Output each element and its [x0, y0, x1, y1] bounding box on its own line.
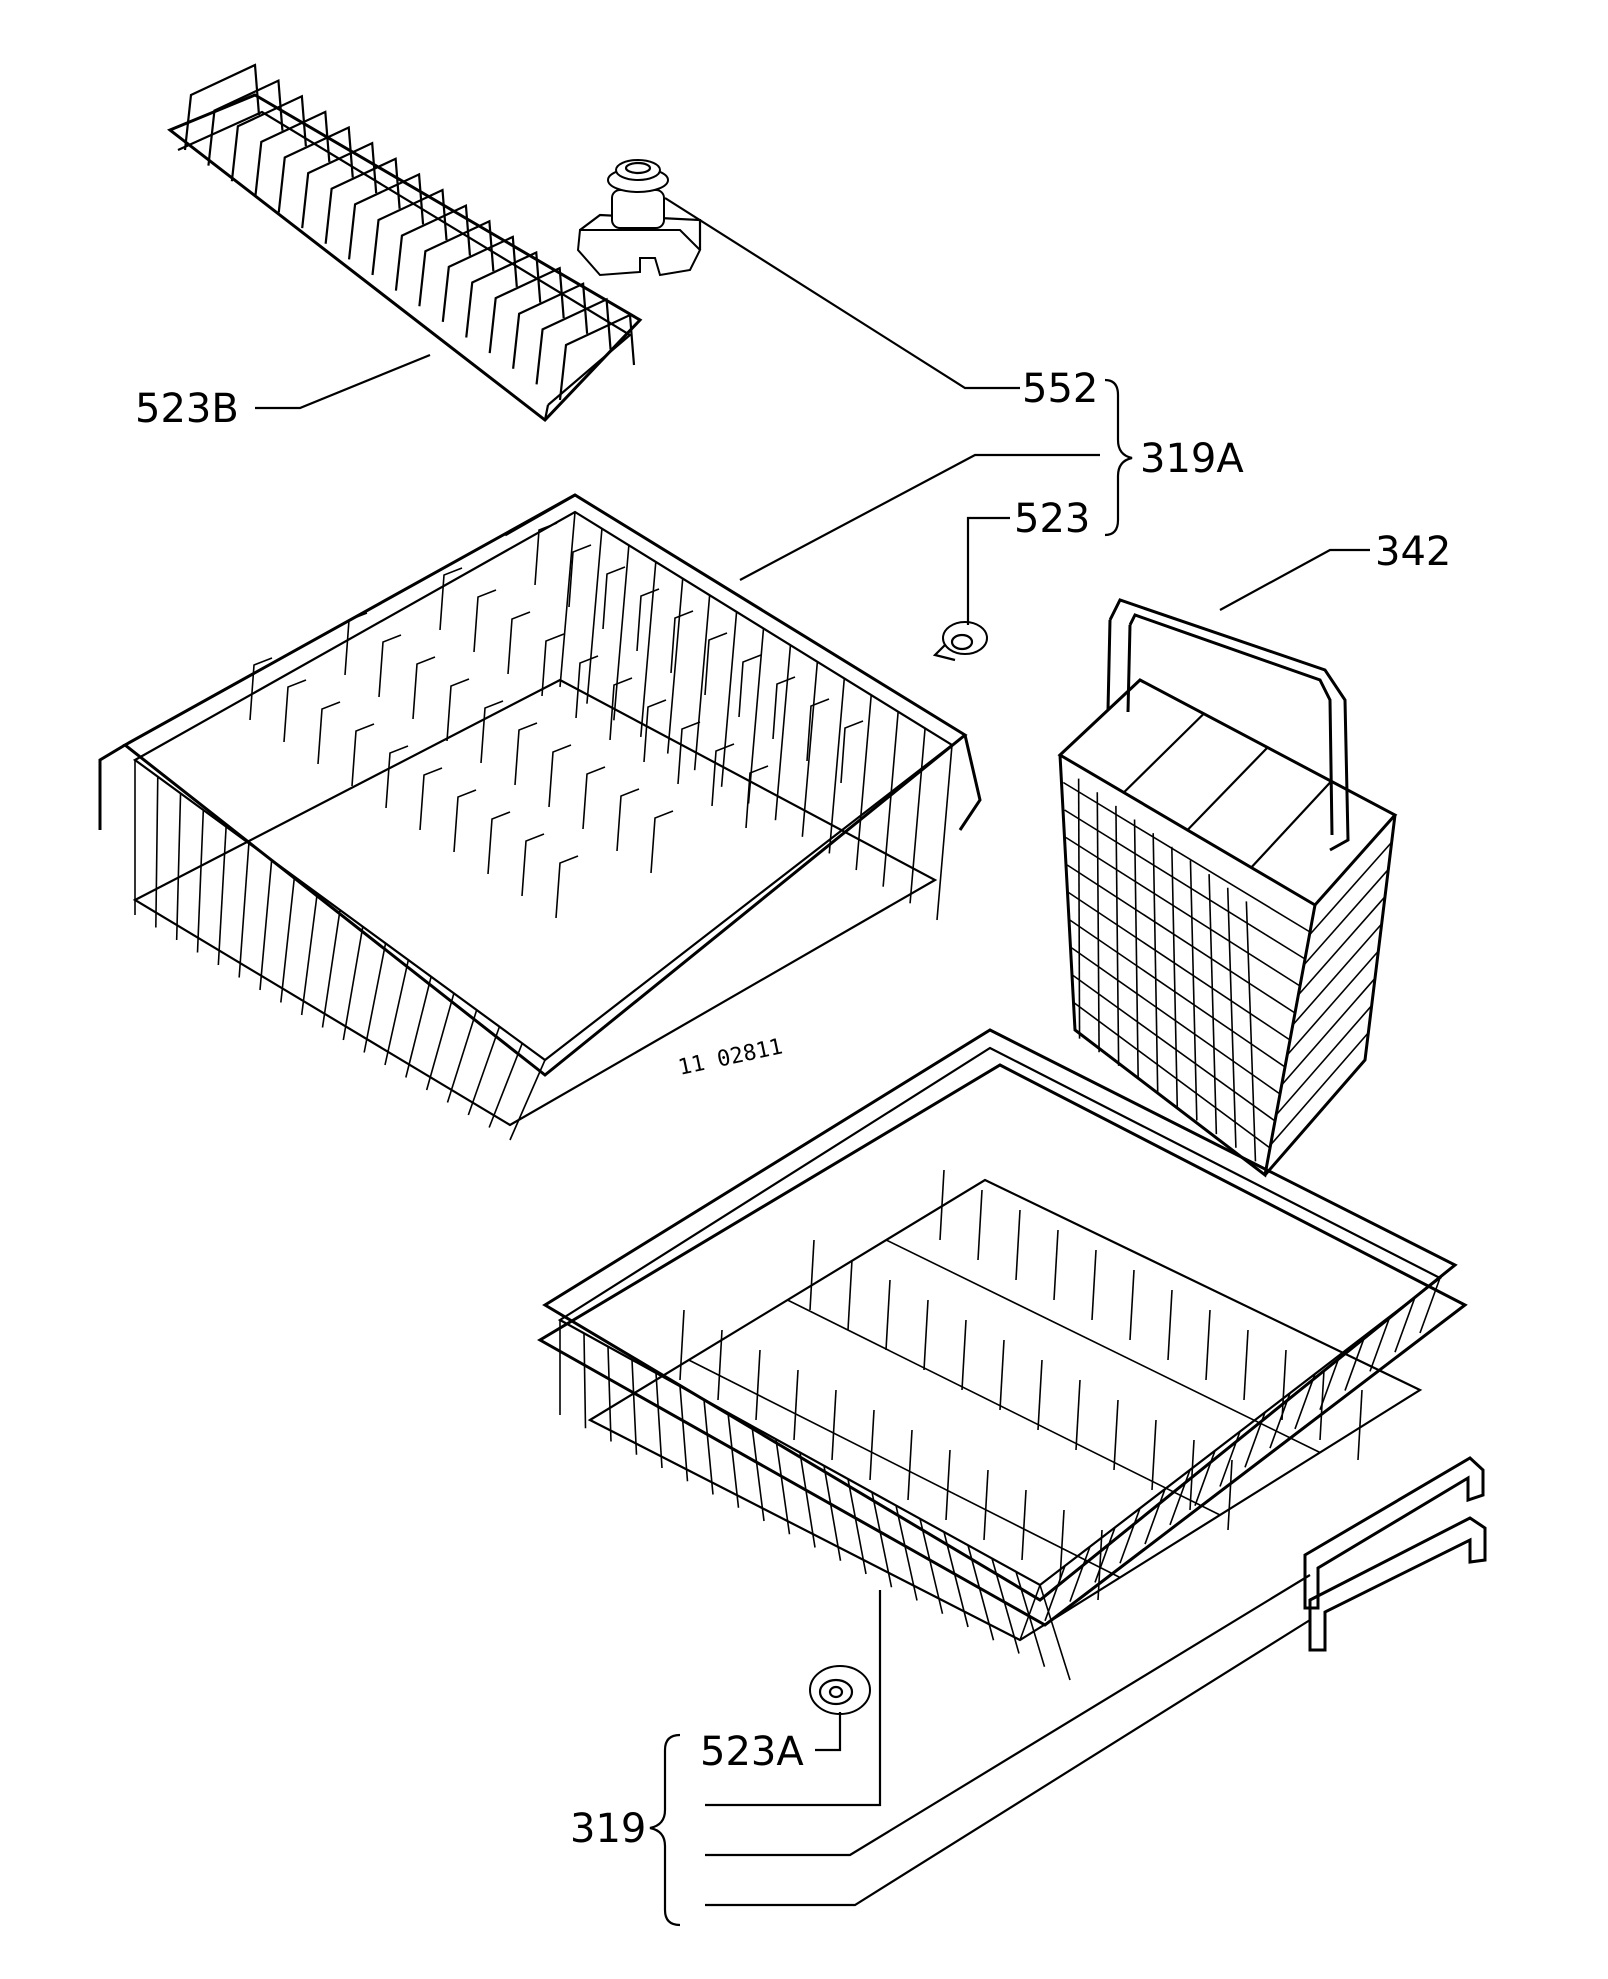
brace-319 [649, 1733, 681, 1927]
part-552-wheel-clip [576, 159, 702, 277]
upper-basket: 11 02811 [98, 493, 982, 1141]
label-319: 319 [570, 1806, 646, 1852]
part-523a-wheel [809, 1665, 871, 1715]
label-342: 342 [1375, 529, 1451, 575]
part-342-cutlery-basket [1057, 598, 1398, 1178]
handle-bar-upper [1303, 1456, 1485, 1610]
basket-stamp: 11 02811 [676, 1034, 785, 1080]
part-523b-comb-rack [167, 63, 643, 423]
label-552: 552 [1022, 366, 1098, 412]
handle-bar-lower [1308, 1516, 1487, 1652]
label-319a: 319A [1140, 436, 1244, 482]
label-523: 523 [1014, 496, 1090, 542]
label-523b: 523B [135, 386, 239, 432]
part-523-wheel [932, 621, 988, 662]
label-523a: 523A [700, 1729, 804, 1775]
brace-319a [1104, 378, 1133, 537]
lower-basket [537, 1028, 1468, 1681]
leader-lines [255, 197, 1370, 1907]
